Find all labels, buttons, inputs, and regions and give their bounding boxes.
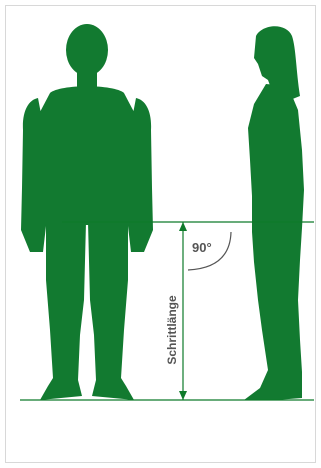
front-right-arm	[128, 98, 153, 252]
angle-label: 90°	[192, 240, 212, 255]
front-silhouette	[21, 24, 153, 400]
front-right-leg	[88, 222, 134, 400]
inseam-label: Schrittlänge	[165, 295, 179, 365]
front-head	[66, 24, 108, 76]
side-silhouette	[244, 26, 304, 400]
front-torso	[37, 86, 137, 225]
front-left-arm	[21, 98, 46, 252]
inseam-arrow-head-bottom	[179, 391, 187, 400]
inseam-arrow-head-top	[179, 222, 187, 231]
side-body	[244, 84, 304, 400]
front-left-leg	[40, 222, 86, 400]
